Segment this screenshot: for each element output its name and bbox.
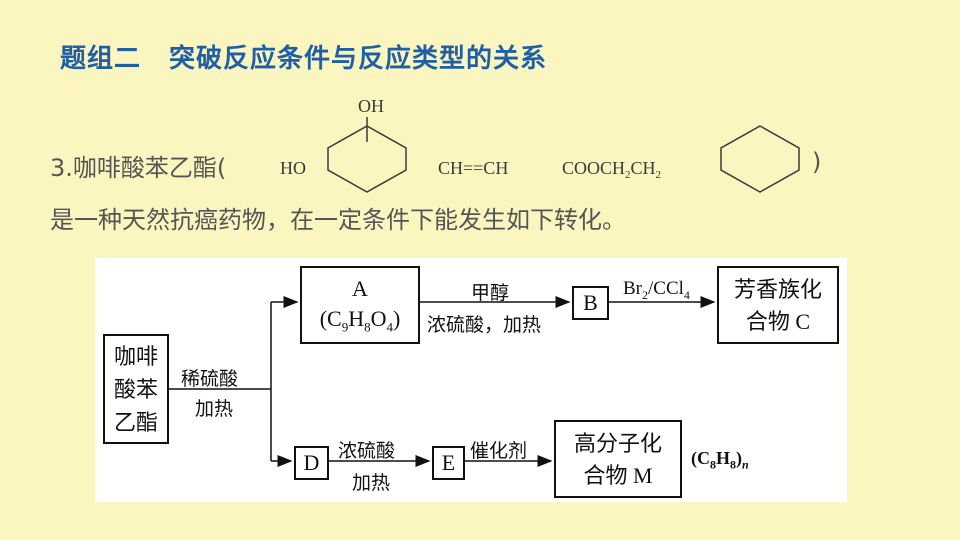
question-suffix: ) [812, 148, 822, 176]
arrow1-label-top: 稀硫酸 [181, 369, 239, 390]
start-compound-box: 咖啡 酸苯 乙酯 [103, 334, 169, 444]
question-prefix: 3.咖啡酸苯乙酯( [50, 154, 227, 182]
compound-a-box: A (C9H8O4) [300, 266, 420, 344]
arrow-d-label-bottom: 加热 [352, 473, 391, 494]
structure-ester: COOCH2CH2 [562, 158, 661, 181]
arrow-d-label-top: 浓硫酸 [338, 441, 396, 462]
compound-b-box: B [572, 286, 609, 320]
phenyl-ring [720, 125, 800, 193]
arrow-a-label-top: 甲醇 [471, 283, 510, 304]
title-part2: 突破反应条件与反应类型的关系 [169, 44, 548, 74]
arrow-b-label-top: Br2/CCl4 [623, 278, 690, 302]
arrows-layer [169, 296, 716, 467]
structure-ho: HO [280, 158, 306, 178]
question-line-2: 是一种天然抗癌药物，在一定条件下能发生如下转化。 [50, 206, 626, 234]
arrow1-label-bottom: 加热 [195, 399, 234, 420]
compound-d-box: D [294, 446, 329, 480]
compound-e-box: E [432, 446, 465, 480]
question-line-1: 3.咖啡酸苯乙酯( [50, 148, 226, 183]
arrow-e-label-top: 催化剂 [470, 441, 528, 462]
structure-oh: OH [358, 96, 384, 116]
title-part1: 题组二 [60, 44, 142, 74]
caffeic-acid-phenethyl-ester-structure: OH HO CH==CH COOCH2CH2 [280, 96, 800, 193]
polymer-formula: (C8H8)n [691, 448, 749, 472]
structure-vinyl: CH==CH [438, 158, 508, 178]
arrow-a-label-bottom: 浓硫酸，加热 [427, 315, 542, 336]
conversion-diagram: 咖啡 酸苯 乙酯 稀硫酸 加热 A (C9H8O4) 甲醇 浓硫酸，加热 B B… [95, 258, 847, 502]
compound-c-box: 芳香族化 合物 C [717, 266, 839, 344]
slide-title: 题组二突破反应条件与反应类型的关系 [60, 38, 547, 75]
compound-a-formula: (C9H8O4) [319, 306, 401, 335]
catechol-ring [327, 125, 407, 193]
polymer-m-box: 高分子化 合物 M [554, 420, 682, 498]
